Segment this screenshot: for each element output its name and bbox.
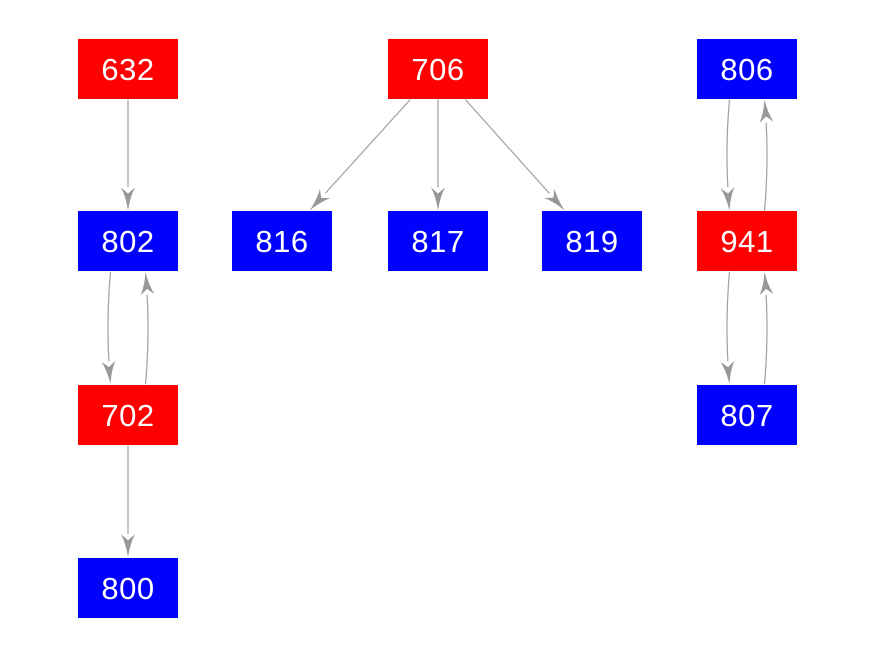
node-label: 702	[101, 397, 155, 433]
node-label: 816	[255, 223, 309, 259]
edge-702-802	[144, 294, 149, 385]
edge-802-702	[107, 271, 112, 362]
node-label: 817	[411, 223, 465, 259]
edge-941-806	[763, 122, 768, 211]
arrowhead-706-819	[544, 188, 565, 211]
node-819: 819	[542, 211, 642, 271]
arrowhead-941-806	[759, 99, 774, 124]
node-807: 807	[697, 385, 797, 445]
node-label: 802	[101, 223, 155, 259]
node-label: 632	[101, 51, 155, 87]
arrowhead-706-817	[431, 187, 445, 211]
node-label: 706	[411, 51, 465, 87]
arrowhead-807-941	[759, 271, 774, 296]
node-632: 632	[78, 39, 178, 99]
node-816: 816	[232, 211, 332, 271]
edge-706-819	[464, 99, 550, 194]
edge-806-941	[726, 99, 731, 188]
arrowhead-941-807	[720, 360, 735, 385]
node-label: 806	[720, 51, 774, 87]
node-941: 941	[697, 211, 797, 271]
arrowhead-702-800	[121, 534, 135, 558]
arrowhead-706-816	[309, 188, 331, 211]
node-806: 806	[697, 39, 797, 99]
node-label: 800	[101, 570, 155, 606]
edge-807-941	[763, 294, 768, 385]
node-706: 706	[388, 39, 488, 99]
node-702: 702	[78, 385, 178, 445]
node-label: 941	[720, 223, 774, 259]
arrowhead-632-802	[121, 187, 135, 211]
node-label: 819	[565, 223, 619, 259]
arrowhead-702-802	[140, 271, 155, 296]
arrowhead-802-702	[101, 360, 116, 385]
edge-941-807	[726, 271, 731, 362]
node-800: 800	[78, 558, 178, 618]
arrowhead-806-941	[720, 186, 735, 211]
edge-706-816	[324, 99, 411, 194]
node-817: 817	[388, 211, 488, 271]
node-label: 807	[720, 397, 774, 433]
node-802: 802	[78, 211, 178, 271]
